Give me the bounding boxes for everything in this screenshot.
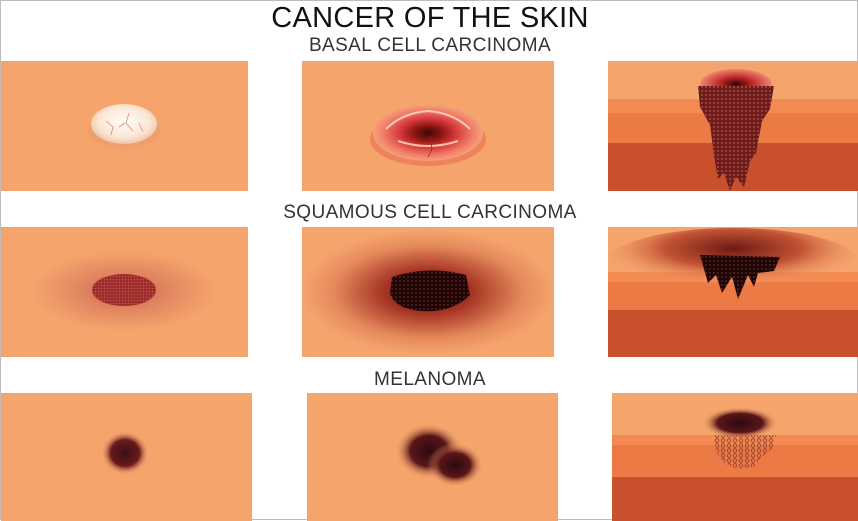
section-title-basal-cell-carcinoma: BASAL CELL CARCINOMA — [308, 35, 552, 56]
squamous-cell-early-stage-image — [1, 227, 248, 357]
basal-cell-invasive-stage-image — [608, 61, 858, 191]
melanoma-middle-stage-image — [307, 393, 558, 521]
basal-cell-early-stage-image — [1, 61, 248, 191]
section-title-melanoma: MELANOMA — [374, 369, 486, 390]
basal-cell-middle-stage-image — [302, 61, 554, 191]
melanoma-invasive-stage-image — [612, 393, 858, 521]
section-title-squamous-cell-carcinoma: SQUAMOUS CELL CARCINOMA — [283, 202, 577, 223]
melanoma-early-stage-image — [1, 393, 252, 521]
squamous-cell-invasive-stage-image — [608, 227, 858, 357]
page-title: CANCER OF THE SKIN — [271, 2, 589, 34]
squamous-cell-middle-stage-image — [302, 227, 554, 357]
